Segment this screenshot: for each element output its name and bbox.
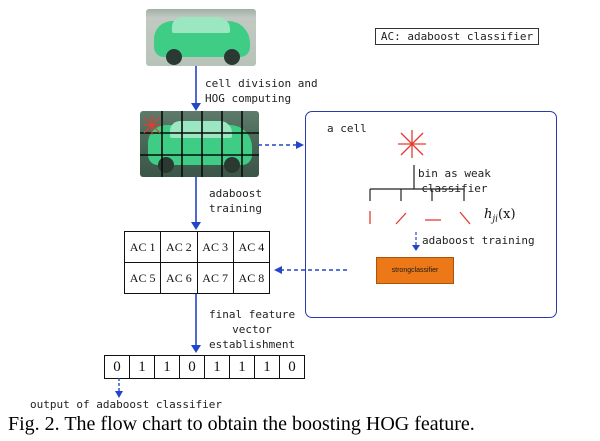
car-image-original	[146, 9, 256, 66]
cell-grid	[140, 111, 259, 177]
weak-classifier-label: bin as weak classifier	[418, 167, 491, 195]
arrow-down-1	[191, 66, 201, 111]
step-final-feature-label: final feature vector establishment	[209, 308, 296, 351]
ac-cell: AC 2	[160, 231, 198, 263]
adaboost-training-label: adaboost training	[422, 234, 535, 247]
dotted-arrow-output	[115, 378, 123, 398]
strong-classifier-box: strongclassifier	[376, 257, 454, 284]
bit-cell: 1	[229, 355, 255, 379]
cell-star-icon	[398, 130, 426, 158]
dotted-arrow-to-table	[274, 266, 348, 274]
table-row: AC 5 AC 6 AC 7 AC 8	[123, 262, 271, 294]
ac-table: AC 1 AC 2 AC 3 AC 4 AC 5 AC 6 AC 7 AC 8	[123, 231, 271, 294]
car-wheel	[166, 49, 182, 65]
table-row: AC 1 AC 2 AC 3 AC 4	[123, 231, 271, 263]
bit-cell: 1	[254, 355, 280, 379]
dotted-arrow-to-panel	[258, 141, 304, 149]
weak-classifier-bins	[369, 211, 471, 225]
hji-label: hji(x)	[484, 207, 516, 225]
ac-cell: AC 4	[232, 231, 271, 263]
arrow-down-2	[191, 177, 201, 230]
output-label: output of adaboost classifier	[30, 398, 223, 411]
car-wheel	[224, 157, 240, 173]
bit-cell: 0	[279, 355, 305, 379]
bit-cell: 1	[129, 355, 155, 379]
ac-cell: AC 1	[123, 231, 162, 263]
adaboost-panel	[305, 111, 557, 318]
tree-connector	[369, 165, 465, 201]
ac-cell: AC 3	[196, 231, 234, 263]
table-row: 0 1 1 0 1 1 1 0	[104, 355, 305, 379]
ac-cell: AC 6	[160, 262, 198, 294]
bit-cell: 1	[154, 355, 180, 379]
step-cell-division-label: cell division and HOG computing	[205, 77, 318, 105]
figure-caption: Fig. 2. The flow chart to obtain the boo…	[8, 413, 475, 435]
ac-cell: AC 7	[196, 262, 234, 294]
car-window	[172, 17, 230, 33]
bit-cell: 0	[179, 355, 205, 379]
bit-cell: 0	[104, 355, 130, 379]
feature-vector: 0 1 1 0 1 1 1 0	[104, 355, 305, 379]
step-adaboost-training-label: adaboost training	[209, 187, 262, 215]
car-wheel	[224, 49, 240, 65]
arrow-down-3	[191, 294, 201, 353]
legend-box: AC: adaboost classifier	[375, 28, 539, 45]
dotted-arrow-training	[412, 232, 420, 251]
ac-cell: AC 8	[232, 262, 271, 294]
ac-cell: AC 5	[123, 262, 162, 294]
cell-label: a cell	[327, 122, 367, 135]
bit-cell: 1	[204, 355, 230, 379]
car-image-cells	[140, 111, 259, 177]
